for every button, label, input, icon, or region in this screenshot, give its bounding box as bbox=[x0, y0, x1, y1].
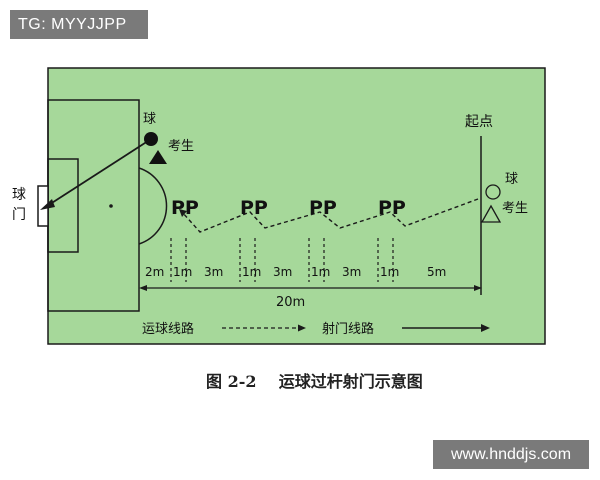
distance-arrow-left bbox=[139, 285, 147, 291]
dribble-path bbox=[181, 198, 479, 233]
field bbox=[47, 67, 546, 345]
total-distance-label: 20m bbox=[276, 295, 305, 310]
flag-pair-3: PP bbox=[309, 197, 337, 219]
tick-marks bbox=[170, 238, 394, 282]
penalty-spot bbox=[109, 204, 113, 208]
examinee-label-right: 考生 bbox=[502, 201, 528, 216]
ball-icon-right bbox=[485, 184, 501, 200]
segment-label: 1m bbox=[380, 265, 399, 279]
distance-arrow-right bbox=[474, 285, 482, 291]
figure-caption: 图 2-2 运球过杆射门示意图 bbox=[206, 368, 423, 392]
segment-label: 1m bbox=[173, 265, 192, 279]
legend-dribble-arrow bbox=[298, 324, 306, 332]
segment-label: 3m bbox=[273, 265, 292, 279]
legend-shoot-label: 射门线路 bbox=[322, 321, 374, 337]
goal-label-1: 球 bbox=[12, 187, 26, 203]
segment-label: 3m bbox=[342, 265, 361, 279]
examinee-label-left: 考生 bbox=[168, 139, 194, 154]
examinee-icon-left bbox=[149, 150, 167, 164]
caption-title: 运球过杆射门示意图 bbox=[278, 372, 423, 391]
flag-pair-1: PP bbox=[171, 197, 199, 219]
ball-label-left: 球 bbox=[143, 112, 156, 127]
penalty-arc bbox=[138, 167, 168, 245]
goal-label-2: 门 bbox=[12, 207, 26, 223]
flag-pair-4: PP bbox=[378, 197, 406, 219]
legend-dribble-label: 运球线路 bbox=[142, 321, 194, 337]
segment-label: 2m bbox=[145, 265, 164, 279]
segment-label: 5m bbox=[427, 265, 446, 279]
caption-number: 图 2-2 bbox=[206, 372, 257, 391]
ball-label-right: 球 bbox=[505, 172, 518, 187]
ball-icon-left bbox=[144, 132, 158, 146]
watermark-bottom: www.hnddjs.com bbox=[433, 440, 589, 469]
segment-label: 1m bbox=[242, 265, 261, 279]
watermark-top: TG: MYYJJPP bbox=[10, 10, 148, 39]
segment-label: 3m bbox=[204, 265, 223, 279]
legend-shoot-arrow bbox=[481, 324, 490, 332]
flag-pair-2: PP bbox=[240, 197, 268, 219]
dribble-arrowhead bbox=[179, 209, 187, 217]
shot-path bbox=[43, 140, 149, 209]
segment-label: 1m bbox=[311, 265, 330, 279]
start-label: 起点 bbox=[465, 114, 493, 130]
examinee-icon-right bbox=[480, 204, 502, 223]
shot-arrowhead bbox=[40, 199, 55, 210]
